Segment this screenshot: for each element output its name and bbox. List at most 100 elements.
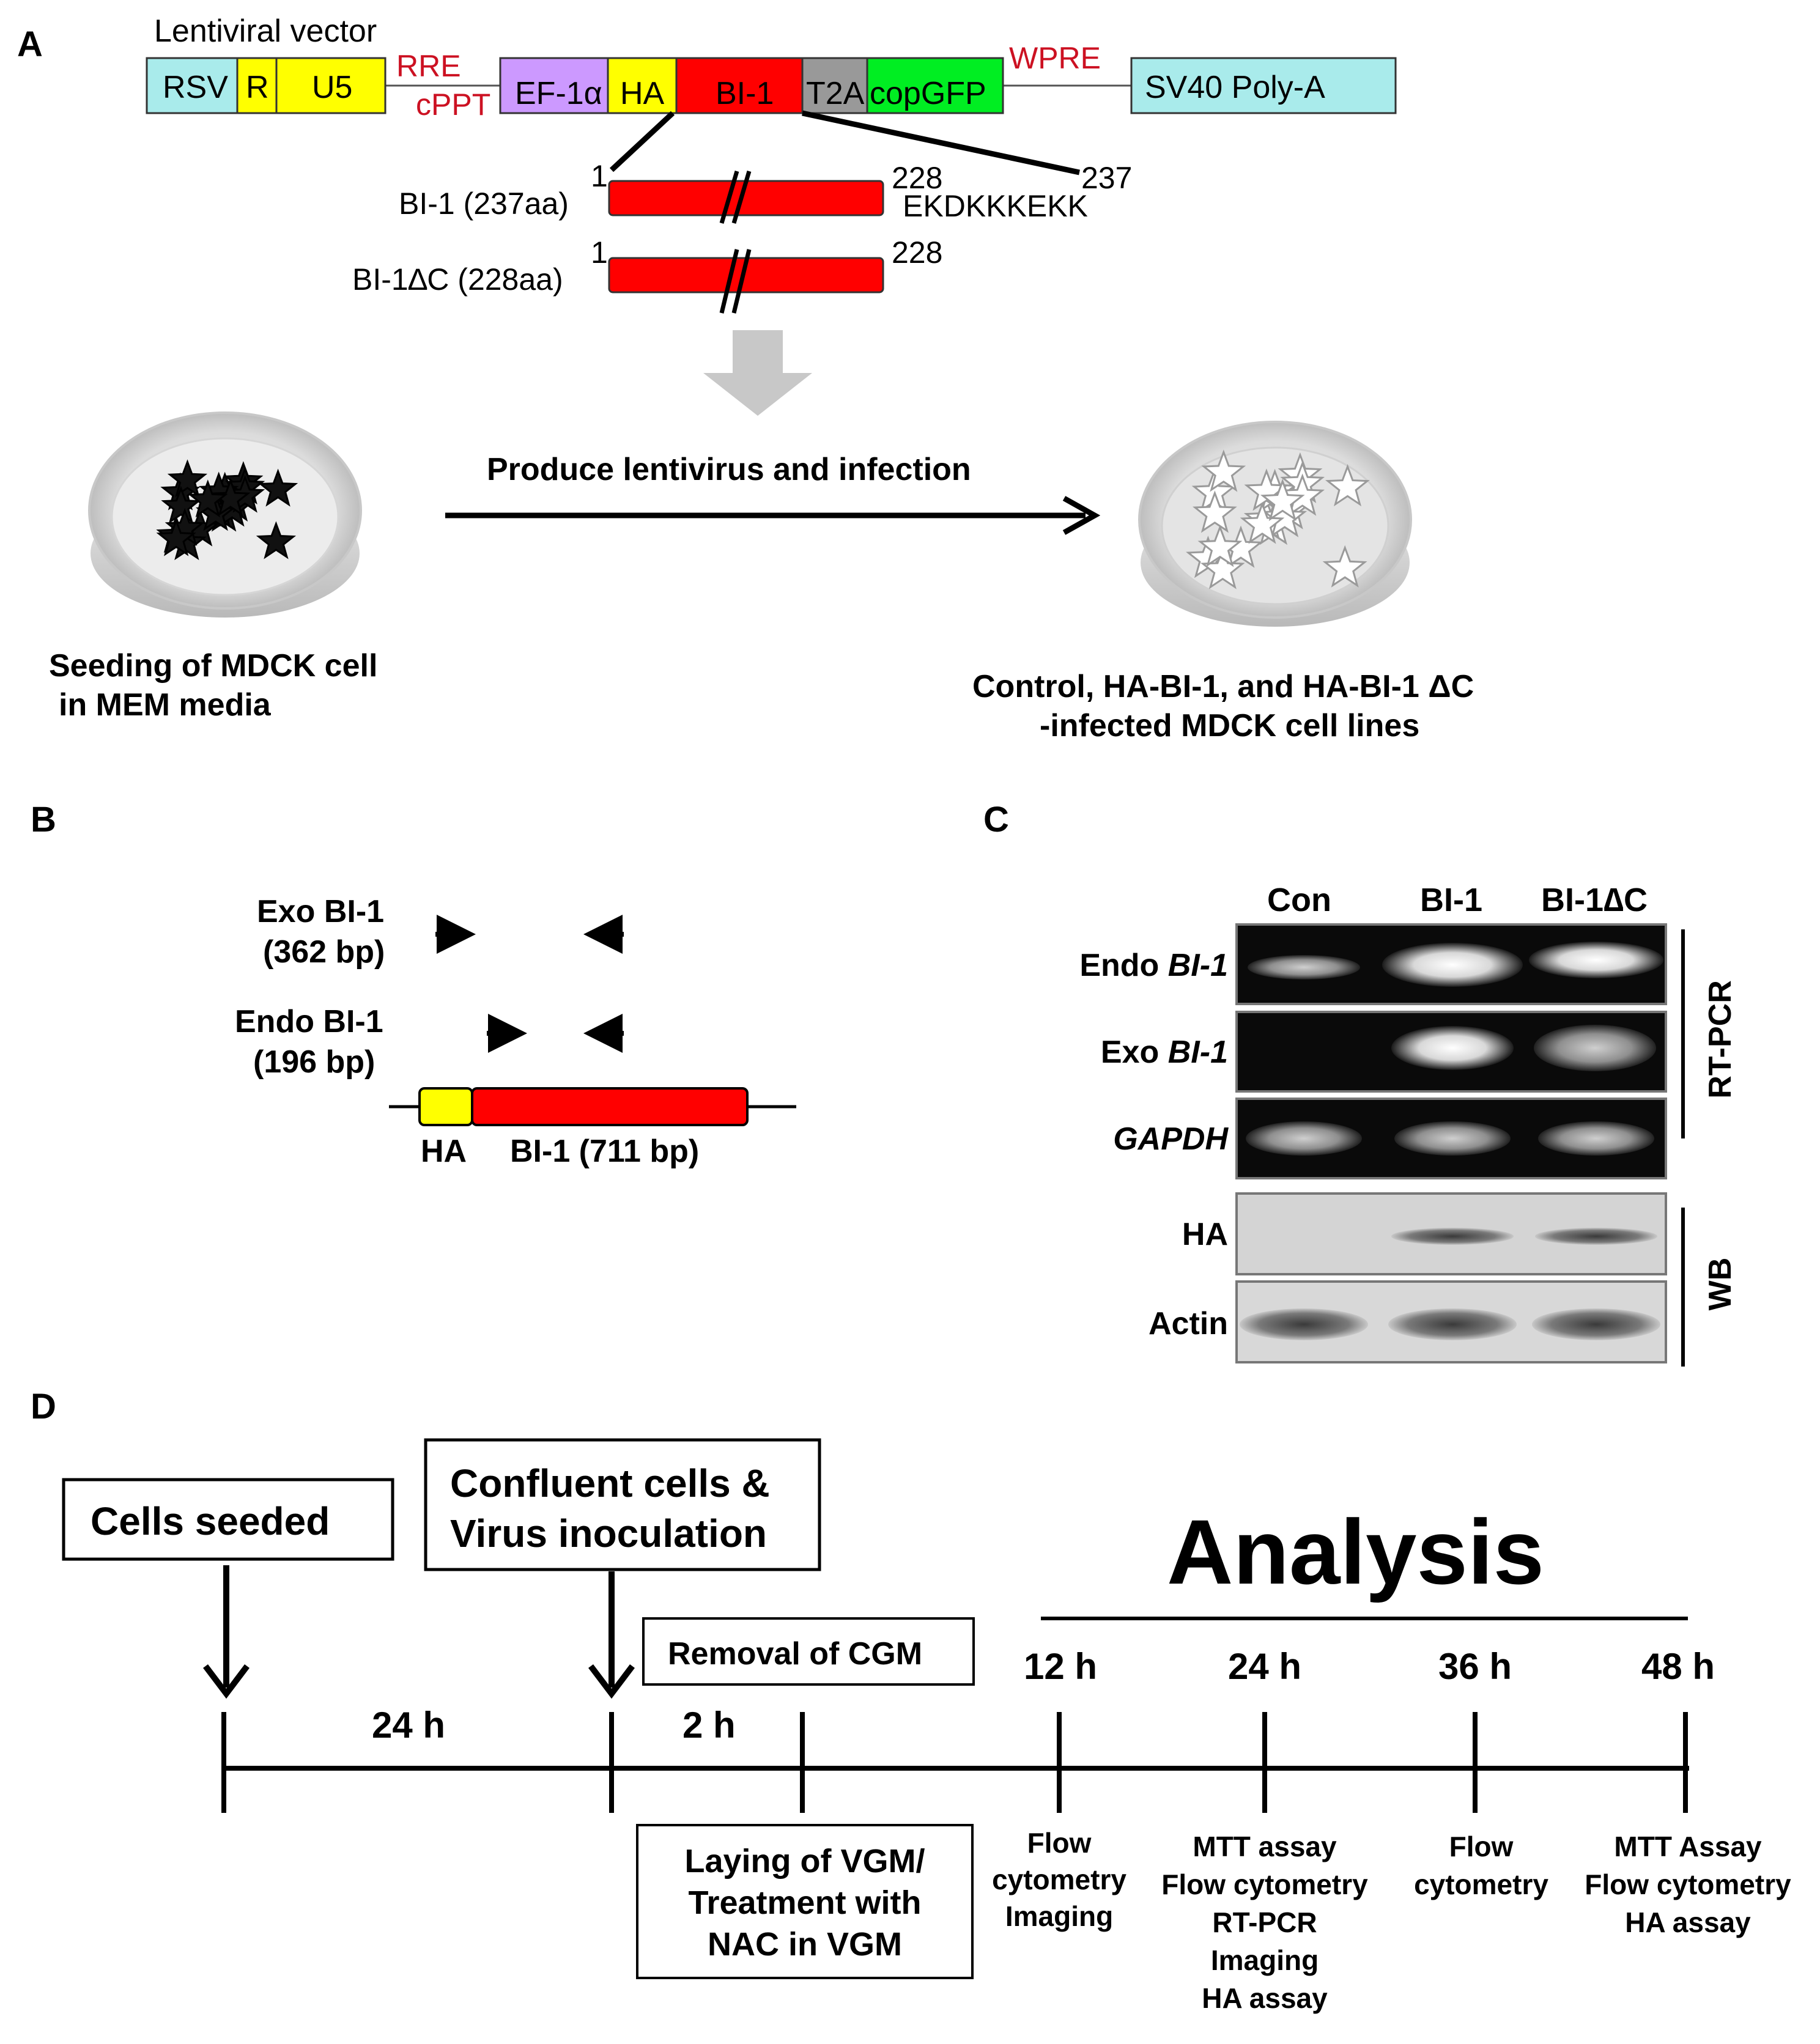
lane-label-bi1dc: BI-1∆C xyxy=(1541,882,1648,918)
construct-bi1: BI-1 (237aa) 1 228 237 EKDKKKEKK xyxy=(399,159,1132,224)
zoom-line-left xyxy=(609,111,675,172)
removal-box xyxy=(642,1617,975,1686)
construct-bi1dc-label: BI-1∆C (228aa) xyxy=(352,262,563,297)
cell-star-light xyxy=(1325,463,1370,507)
note-48h-1: MTT Assay xyxy=(1614,1831,1762,1862)
cells-seeded-text: Cells seeded xyxy=(91,1499,330,1543)
note-36h-1: Flow xyxy=(1449,1831,1514,1862)
cell-star-light xyxy=(1322,545,1367,588)
bi1-gene-label: BI-1 (711 bp) xyxy=(510,1134,699,1169)
analysis-title: Analysis xyxy=(1167,1500,1544,1603)
t2a-label: T2A xyxy=(806,76,865,111)
construct-bi1-tail: EKDKKKEKK xyxy=(903,189,1088,223)
petri-dish-seeded xyxy=(88,411,362,618)
r-segment xyxy=(236,57,278,114)
confluent-text-1: Confluent cells & xyxy=(450,1461,770,1505)
right-caption-2: -infected MDCK cell lines xyxy=(1040,708,1419,743)
left-caption-1: Seeding of MDCK cell xyxy=(49,648,377,684)
exo-primer-label-1: Exo BI-1 xyxy=(257,894,384,929)
inoculation-arrow-head xyxy=(588,1664,635,1699)
blot-ha xyxy=(1235,1192,1667,1275)
exo-primer-label-2: (362 bp) xyxy=(263,934,385,970)
timepoint-24h: 24 h xyxy=(1228,1646,1301,1687)
u5-label: U5 xyxy=(312,70,352,105)
rre-label: RRE xyxy=(396,49,461,83)
bi1-segment-label: BI-1 xyxy=(716,76,774,111)
vector-map: RSV R U5 EF-1α HA BI-1 T2A copGFP SV40 P… xyxy=(146,57,1397,114)
note-12h-3: Imaging xyxy=(1005,1900,1113,1932)
ha-label: HA xyxy=(620,76,665,111)
timepoint-36h: 36 h xyxy=(1438,1646,1512,1687)
construct-bi1dc-break-2 xyxy=(731,249,752,314)
right-caption-1: Control, HA-BI-1, and HA-BI-1 ΔC xyxy=(972,669,1474,704)
copgfp-segment xyxy=(866,57,1004,114)
row-label-gapdh: GAPDH xyxy=(1113,1121,1229,1157)
u5-segment xyxy=(275,57,387,114)
band-endo-con xyxy=(1248,955,1360,980)
note-36h-2: cytometry xyxy=(1414,1869,1548,1900)
cell-stars-dark xyxy=(156,459,298,561)
zoom-line-right xyxy=(802,110,1080,175)
gel-gapdh xyxy=(1235,1098,1667,1179)
removal-text: Removal of CGM xyxy=(668,1636,922,1672)
band-endo-bi1dc xyxy=(1529,942,1663,978)
note-24h-2: Flow cytometry xyxy=(1161,1869,1368,1900)
cell-star-dark xyxy=(256,521,297,559)
cppt-label: cPPT xyxy=(416,87,490,122)
cell-star-light xyxy=(1260,478,1305,522)
wpre-label: WPRE xyxy=(1009,41,1101,75)
row-label-actin: Actin xyxy=(1149,1306,1228,1341)
cell-star-dark xyxy=(188,479,228,518)
band-ha-bi1 xyxy=(1391,1228,1514,1245)
process-arrow-head xyxy=(1062,496,1101,535)
down-arrow xyxy=(703,330,812,416)
construct-bi1-break-2 xyxy=(731,171,752,224)
construct-bi1-end: 237 xyxy=(1081,161,1132,195)
blot-actin xyxy=(1235,1280,1667,1363)
cell-star-dark xyxy=(210,478,251,517)
band-gapdh-bi1dc xyxy=(1538,1121,1654,1156)
timepoint-12h: 12 h xyxy=(1024,1646,1097,1687)
rt-pcr-label: RT-PCR xyxy=(1703,980,1738,1099)
note-48h-3: HA assay xyxy=(1625,1906,1751,1938)
band-gapdh-bi1 xyxy=(1394,1121,1511,1156)
seed-arrow-head xyxy=(203,1664,250,1699)
petri-dish-infected xyxy=(1138,421,1412,627)
panel-a-letter: A xyxy=(17,24,43,64)
confluent-box xyxy=(424,1438,821,1571)
band-endo-bi1 xyxy=(1382,943,1523,987)
ef1a-label: EF-1α xyxy=(515,76,602,111)
cell-star-light xyxy=(1262,495,1308,537)
laying-box xyxy=(636,1824,974,1979)
construct-bi1-mid: 228 xyxy=(892,161,942,195)
ha-tag-box xyxy=(418,1087,473,1126)
band-ha-bi1dc xyxy=(1535,1228,1657,1245)
construct-bi1dc-break-1 xyxy=(719,249,739,314)
duration-2h: 2 h xyxy=(682,1705,736,1746)
construct-bi1-label: BI-1 (237aa) xyxy=(399,186,569,221)
cell-star-light xyxy=(1201,449,1246,492)
rsv-label: RSV xyxy=(163,70,228,105)
cell-star-dark xyxy=(161,485,201,524)
left-caption-2: in MEM media xyxy=(59,687,272,723)
band-exo-bi1dc xyxy=(1534,1025,1656,1071)
cell-star-dark xyxy=(156,518,196,556)
panel-b-letter: B xyxy=(31,800,56,839)
cell-star-light xyxy=(1240,501,1285,544)
band-actin-bi1 xyxy=(1388,1308,1517,1340)
construct-bi1-dc: BI-1∆C (228aa) 1 228 xyxy=(352,235,942,314)
note-24h-1: MTT assay xyxy=(1193,1831,1337,1862)
band-actin-con xyxy=(1240,1308,1368,1340)
confluent-text-2: Virus inoculation xyxy=(450,1511,767,1555)
note-24h-4: Imaging xyxy=(1211,1944,1319,1976)
laying-text-2: Treatment with xyxy=(688,1884,921,1921)
endo-primer-label-1: Endo BI-1 xyxy=(235,1004,383,1039)
timepoint-48h: 48 h xyxy=(1641,1646,1715,1687)
band-gapdh-con xyxy=(1246,1121,1362,1156)
bi1-gene-box xyxy=(471,1087,749,1126)
cell-star-dark xyxy=(258,468,298,507)
construct-bi1-break-1 xyxy=(719,171,739,224)
duration-24h: 24 h xyxy=(372,1705,445,1746)
construct-bi1-start: 1 xyxy=(591,159,608,193)
